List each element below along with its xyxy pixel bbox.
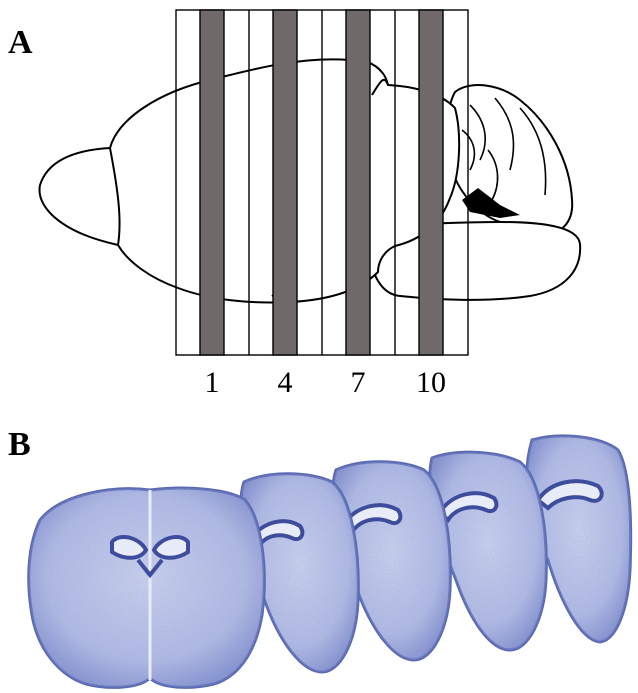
hippocampus-4 [344,505,400,532]
coronal-section-5 [430,452,546,650]
slab-10 [419,10,443,355]
slice-number-7: 7 [351,368,366,398]
brain-outline [40,59,581,302]
panel-a-diagram [0,0,638,400]
slice-number-4: 4 [278,368,293,398]
hippocampus-6 [538,481,602,508]
slice-number-1: 1 [205,368,220,398]
hippocampus-3 [250,521,302,548]
slab-7 [346,10,370,355]
coronal-section-4 [333,462,450,660]
slice-number-10: 10 [416,368,446,398]
coronal-section-6 [527,436,631,642]
coronal-section-1 [29,488,265,687]
hippocampus-5 [440,493,496,520]
slab-4 [273,10,297,355]
slab-1 [200,10,224,355]
ventricles-1 [112,537,188,558]
coronal-section-3 [241,474,358,672]
slab-grid [176,10,468,355]
panel-label-b: B [8,428,31,462]
